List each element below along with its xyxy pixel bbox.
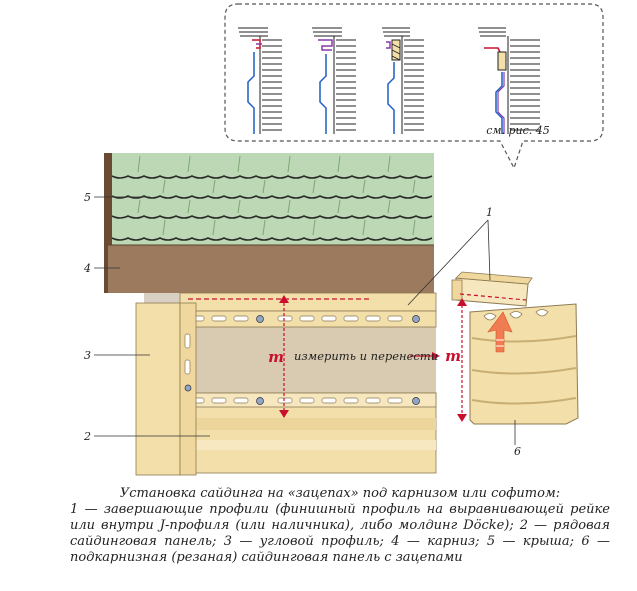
callout-1: 1 [486,206,493,219]
figure-caption: Установка сайдинга на «зацепах» под карн… [70,486,610,566]
upward-arrow [487,311,513,353]
caption-title: Установка сайдинга на «зацепах» под карн… [119,486,561,501]
callout-6: 6 [514,445,521,458]
callout-4: 4 [83,262,91,275]
measure-symbol: m [268,348,284,366]
leader-lines [94,196,516,445]
callout-5: 5 [84,191,91,204]
measure-text: измерить и перенести [294,349,438,363]
siding-installation-diagram: см. рис. 45 [83,3,604,476]
callout-numbers: 5 4 3 2 1 6 [83,191,521,458]
detail-sketch-3 [382,27,424,134]
callout-3: 3 [84,349,91,362]
detail-ref-text: см. рис. 45 [486,124,550,137]
roof [104,153,434,293]
cornice [108,244,434,293]
measure-marker: m измерить и перенести [268,295,440,418]
callout-2: 2 [83,430,91,443]
cut-siding-panel: m [445,271,579,425]
detail-sketch-2 [312,27,356,134]
caption-body: 1 — завершающие профили (финишный профил… [70,502,610,565]
detail-bubble: см. рис. 45 [224,3,604,170]
detail-sketch-4 [478,27,540,134]
wall-assembly [135,292,437,476]
measure-symbol-right: m [445,347,461,365]
detail-sketch-1 [238,27,282,134]
